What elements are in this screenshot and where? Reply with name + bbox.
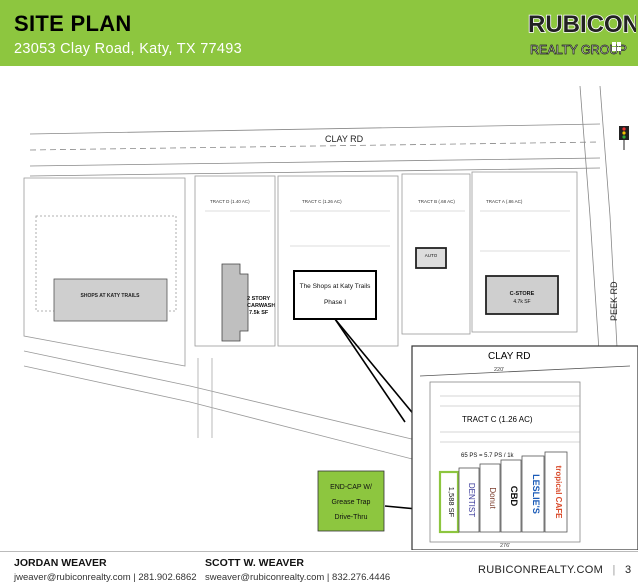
auto-label: AUTO [425, 253, 438, 258]
road-label-clay: CLAY RD [325, 134, 364, 144]
site-plan-drawing: CLAY RD PEEK RD SHOPS AT KATY TRAILS 2 S… [23, 85, 638, 550]
header-bar: SITE PLAN 23053 Clay Road, Katy, TX 7749… [0, 0, 638, 66]
traffic-light-icon [619, 126, 629, 150]
tenant-leslies-label: LESLIE'S [531, 474, 541, 514]
parking-stripes [205, 210, 570, 252]
logo-top-text: RUBICON [528, 11, 636, 38]
carwash-label-3: 7.5k SF [249, 310, 269, 316]
endcap-line1: END-CAP W/ [330, 484, 372, 491]
cstore-building [485, 275, 559, 315]
tenant-leslies [521, 455, 545, 533]
property-address: 23053 Clay Road, Katy, TX 77493 [14, 41, 243, 57]
rubicon-logo: RUBICON REALTY GROUP [527, 10, 636, 57]
cstore-label: C-STORE [510, 291, 535, 297]
tenant-cafe-label: tropical CAFE [554, 466, 563, 520]
tract-c-inset: CLAY RD 220' TRACT C (1.26 AC) 65 PS = 5… [411, 345, 638, 550]
inset-frontage: 220' [494, 367, 504, 373]
tenant-dentist-label: DENTIST [467, 483, 476, 517]
main-building [53, 278, 168, 322]
endcap-line3: Drive-Thru [334, 514, 367, 521]
agent2-name: SCOTT W. WEAVER [205, 557, 304, 569]
carwash-label-2: CARWASH [247, 303, 275, 309]
tenant-cbd-label: CBD [508, 486, 519, 507]
website-footer: RUBICONREALTY.COM | 3 [478, 564, 632, 576]
clay-road-lines [29, 85, 619, 367]
cstore-size: 4.7k SF [513, 299, 530, 305]
tenant-endcap-size: 1,588 SF [447, 487, 456, 518]
tenant-cafe [544, 451, 568, 533]
shops-phase1-sublabel: Phase I [324, 299, 346, 306]
footer-divider [0, 551, 638, 552]
tenant-endcap [438, 470, 460, 534]
road-label-peek: PEEK RD [609, 281, 619, 321]
page-number: 3 [625, 564, 632, 576]
inset-depth: 276' [500, 543, 510, 549]
inset-tract-label: TRACT C (1.26 AC) [462, 415, 533, 424]
shops-phase1-box [293, 270, 377, 320]
inset-road-label: CLAY RD [488, 351, 530, 362]
tenant-donut [479, 463, 501, 533]
website-link[interactable]: RUBICONREALTY.COM [478, 564, 604, 576]
agent1-contact[interactable]: jweaver@rubiconrealty.com | 281.902.6862 [14, 572, 197, 583]
agent1-name: JORDAN WEAVER [14, 557, 107, 569]
tract-c-label-small: TRACT C (1.26 AC) [302, 199, 342, 204]
endcap-callout: END-CAP W/ Grease Trap Drive-Thru [317, 470, 385, 532]
endcap-line2: Grease Trap [332, 499, 371, 506]
tenant-dentist [458, 467, 480, 533]
inset-parking-label: 65 PS = 5.7 PS / 1k [461, 453, 515, 459]
logo-bottom-text: REALTY GROUP [530, 43, 627, 57]
shops-phase1-label: The Shops at Katy Trails [300, 283, 372, 290]
tract-outlines [194, 171, 578, 347]
auto-building [415, 247, 447, 269]
tract-d-label: TRACT D (1.40 AC) [210, 199, 250, 204]
tract-b-label: TRACT B (.68 AC) [418, 199, 455, 204]
tenant-donut-label: Donut [488, 487, 497, 509]
inset-parking-stripes [440, 395, 580, 443]
page-title: SITE PLAN [14, 11, 132, 36]
main-building-label: SHOPS AT KATY TRAILS [81, 293, 141, 299]
agent2-contact[interactable]: sweaver@rubiconrealty.com | 832.276.4446 [205, 572, 391, 583]
tenant-cbd [500, 459, 522, 533]
carwash-label-1: 2 STORY [247, 296, 271, 302]
tract-a-label: TRACT A (.86 AC) [486, 199, 523, 204]
carwash-building: 2 STORY CARWASH 7.5k SF [221, 263, 275, 342]
